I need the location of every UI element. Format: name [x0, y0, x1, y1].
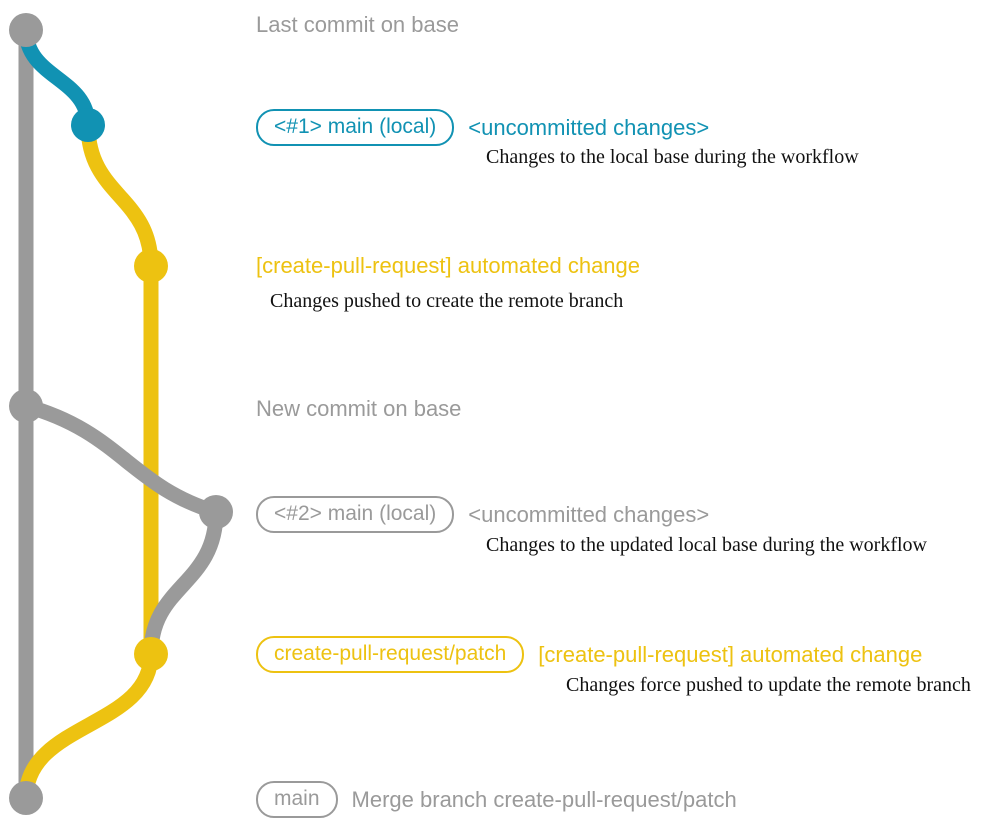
- edge-local2-to-patch2: [143, 504, 224, 662]
- commit-row-merge-commit: main Merge branch create-pull-request/pa…: [256, 781, 737, 818]
- edge-base-to-local1: [18, 22, 96, 133]
- commit-row-local-1: <#1> main (local) <uncommitted changes>: [256, 109, 709, 146]
- edge-patch2-to-merge: [18, 646, 159, 806]
- commit-node-patch-1[interactable]: [134, 249, 168, 283]
- commit-subject-last-commit-on-base: Last commit on base: [256, 12, 459, 37]
- commit-row-patch-2: create-pull-request/patch [create-pull-r…: [256, 636, 922, 673]
- commit-row-new-commit-on-base: New commit on base: [256, 398, 461, 420]
- commit-subject-local-2: <uncommitted changes>: [468, 501, 710, 527]
- ref-tag-main[interactable]: main: [256, 781, 338, 818]
- commit-note-local-2: Changes to the updated local base during…: [486, 534, 927, 556]
- edge-local1-to-patch1: [80, 117, 159, 274]
- commit-node-local-2[interactable]: [199, 495, 233, 529]
- commit-subject-patch-2: [create-pull-request] automated change: [538, 641, 923, 667]
- commit-subject-merge-commit: Merge branch create-pull-request/patch: [351, 786, 737, 812]
- commit-note-patch-2: Changes force pushed to update the remot…: [566, 674, 971, 696]
- ref-tag-main-local-1[interactable]: <#1> main (local): [256, 109, 455, 146]
- edge-base2-to-local2: [18, 398, 224, 520]
- commit-row-local-2: <#2> main (local) <uncommitted changes>: [256, 496, 709, 533]
- commit-row-last-commit-on-base: Last commit on base: [256, 14, 459, 36]
- commit-row-patch-1: [create-pull-request] automated change: [256, 255, 640, 277]
- commit-subject-local-1: <uncommitted changes>: [468, 114, 710, 140]
- commit-node-patch-2[interactable]: [134, 637, 168, 671]
- commit-node-last-commit-on-base[interactable]: [9, 13, 43, 47]
- ref-tag-create-pull-request-patch[interactable]: create-pull-request/patch: [256, 636, 525, 673]
- commit-note-patch-1: Changes pushed to create the remote bran…: [270, 290, 624, 312]
- commit-subject-new-commit-on-base: New commit on base: [256, 396, 462, 421]
- commit-node-new-commit-on-base[interactable]: [9, 389, 43, 423]
- commit-node-local-1[interactable]: [71, 108, 105, 142]
- ref-tag-main-local-2[interactable]: <#2> main (local): [256, 496, 455, 533]
- commit-subject-patch-1: [create-pull-request] automated change: [256, 253, 641, 278]
- commit-note-local-1: Changes to the local base during the wor…: [486, 146, 859, 168]
- commit-node-merge-commit[interactable]: [9, 781, 43, 815]
